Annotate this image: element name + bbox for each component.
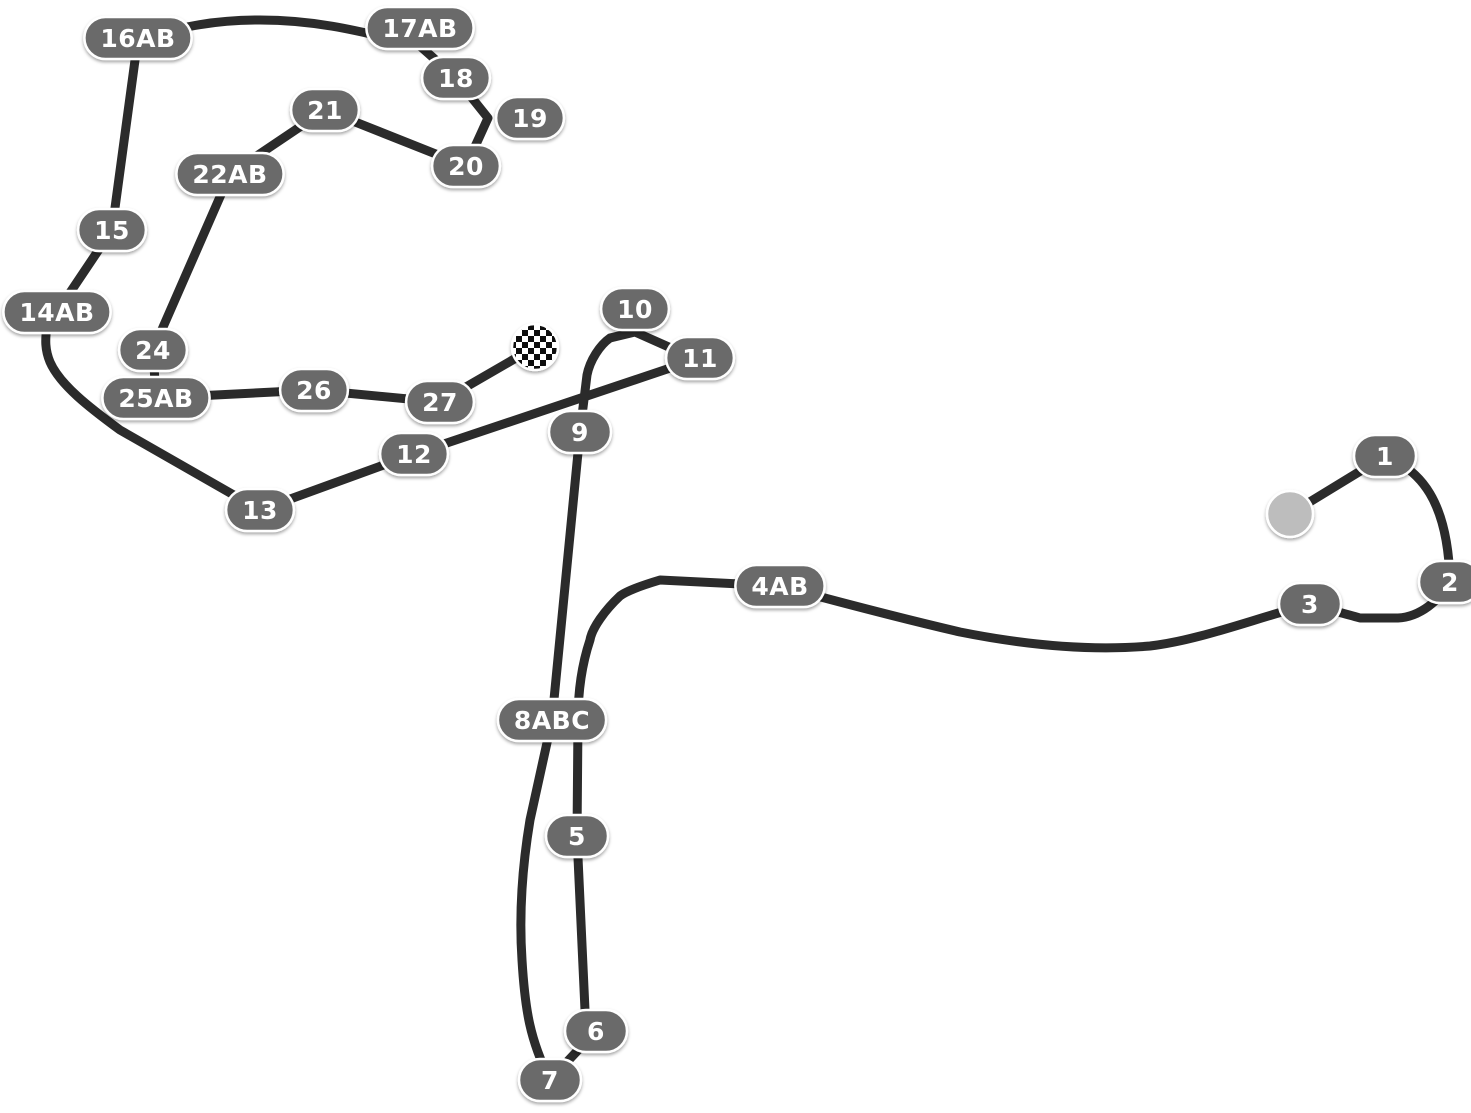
route-marker-pill: [365, 5, 475, 51]
route-marker-pill: [734, 563, 826, 609]
route-marker-label: 24: [135, 336, 171, 365]
route-marker: 24: [117, 327, 189, 373]
route-marker-pill: [496, 697, 608, 743]
route-marker-label: 15: [94, 216, 130, 245]
route-marker: 22AB: [175, 151, 285, 197]
route-marker-pill: [599, 286, 671, 332]
route-marker: 1: [1352, 433, 1418, 479]
route-marker-label: 3: [1301, 590, 1319, 619]
route-marker-label: 18: [438, 64, 474, 93]
route-marker: 14AB: [2, 289, 112, 335]
route-marker-label: 22AB: [192, 160, 267, 189]
route-marker-pill: [404, 379, 476, 425]
route-marker: 4AB: [734, 563, 826, 609]
route-marker: 10: [599, 286, 671, 332]
route-marker: 18: [420, 55, 492, 101]
route-marker: 7: [517, 1057, 583, 1103]
route-marker-label: 14AB: [19, 298, 94, 327]
route-marker-pill: [224, 487, 296, 533]
route-marker-label: 11: [682, 344, 718, 373]
route-marker: 13: [224, 487, 296, 533]
route-marker-pill: [430, 143, 502, 189]
route-marker-label: 10: [617, 295, 653, 324]
route-marker: 21: [289, 87, 361, 133]
route-marker-pill: [76, 207, 148, 253]
route-marker-pill: [175, 151, 285, 197]
route-marker-pill: [1277, 581, 1343, 627]
checkered-flag-icon: [510, 322, 560, 372]
route-marker-label: 12: [396, 440, 432, 469]
route-marker-pill: [117, 327, 189, 373]
route-marker-pill: [547, 409, 613, 455]
route-marker-label: 4AB: [751, 572, 808, 601]
route-marker: 12: [378, 431, 450, 477]
route-marker-pill: [420, 55, 492, 101]
route-marker: 2: [1417, 559, 1471, 605]
route-marker-pill: [378, 431, 450, 477]
route-marker-label: 8ABC: [514, 706, 590, 735]
route-marker-pill: [494, 95, 566, 141]
route-marker-pill: [563, 1008, 629, 1054]
route-marker-label: 20: [448, 152, 484, 181]
route-marker-pill: [278, 367, 350, 413]
route-marker: 5: [544, 813, 610, 859]
route-marker: 9: [547, 409, 613, 455]
route-marker-pill: [83, 15, 193, 61]
route-marker-label: 17AB: [382, 14, 457, 43]
route-marker-pill: [517, 1057, 583, 1103]
route-marker: 19: [494, 95, 566, 141]
route-marker-pill: [1417, 559, 1471, 605]
route-marker-label: 9: [571, 418, 589, 447]
route-marker-label: 5: [568, 822, 586, 851]
route-marker-label: 2: [1441, 568, 1459, 597]
route-marker: 6: [563, 1008, 629, 1054]
route-marker: 25AB: [101, 375, 211, 421]
route-marker-label: 19: [512, 104, 548, 133]
route-marker: 27: [404, 379, 476, 425]
start-dot: [1265, 489, 1315, 539]
route-marker-pill: [289, 87, 361, 133]
route-marker: 16AB: [83, 15, 193, 61]
route-marker-label: 25AB: [118, 384, 193, 413]
route-marker: 17AB: [365, 5, 475, 51]
route-marker-label: 16AB: [100, 24, 175, 53]
route-marker: 11: [664, 335, 736, 381]
route-marker-label: 26: [296, 376, 332, 405]
route-marker: 8ABC: [496, 697, 608, 743]
route-marker-pill: [664, 335, 736, 381]
route-marker: 26: [278, 367, 350, 413]
route-marker-label: 13: [242, 496, 278, 525]
route-marker: 15: [76, 207, 148, 253]
route-marker-pill: [544, 813, 610, 859]
route-marker-label: 1: [1376, 442, 1394, 471]
route-marker-pill: [2, 289, 112, 335]
route-marker-label: 6: [587, 1017, 605, 1046]
route-marker: 3: [1277, 581, 1343, 627]
route-marker-pill: [1352, 433, 1418, 479]
route-marker-label: 21: [307, 96, 343, 125]
route-marker: 20: [430, 143, 502, 189]
route-marker-pill: [101, 375, 211, 421]
route-marker-label: 27: [422, 388, 458, 417]
route-marker-label: 7: [541, 1066, 559, 1095]
